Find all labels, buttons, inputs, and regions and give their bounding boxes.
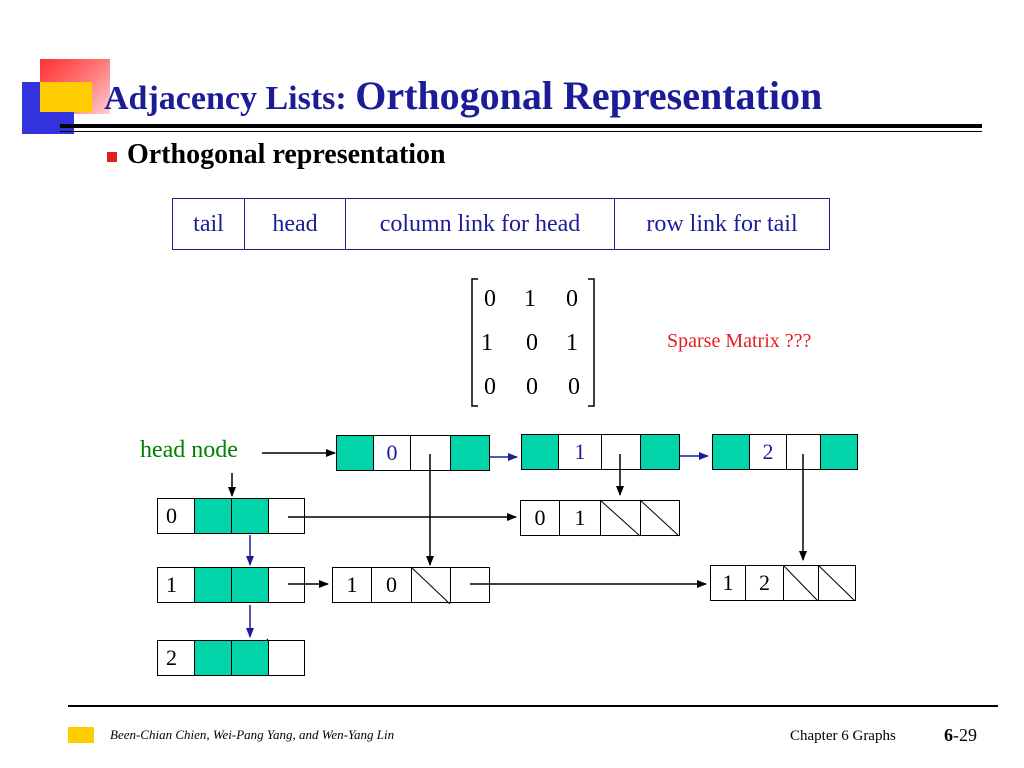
null-link-mark [639,499,680,537]
column-head-index: 2 [749,434,787,470]
title-underline-thick [60,124,982,128]
head-node-label: head node [140,437,238,463]
bullet-marker [107,152,117,162]
matrix-cell: 0 [568,374,580,400]
node-field-legend: tail head column link for head row link … [172,198,830,250]
matrix-cell: 0 [526,374,538,400]
legend-field-column-link: column link for head [346,199,615,249]
null-link-mark [410,566,451,605]
decorative-yellow-block [40,82,92,112]
slide-title-prefix: Adjacency Lists: [104,80,356,117]
matrix-cell: 0 [484,286,496,312]
row-head-index: 0 [157,498,195,534]
edge-head: 1 [559,500,601,536]
column-head-index: 1 [558,434,602,470]
footer-chapter: Chapter 6 Graphs [790,728,896,744]
sparse-matrix-note: Sparse Matrix ??? [667,330,812,352]
page-major: 6 [944,725,953,745]
slide-title: Adjacency Lists: Orthogonal Representati… [104,72,822,119]
null-link-mark [599,499,641,537]
title-underline-thin [60,131,982,132]
matrix-cell: 1 [524,286,536,312]
matrix-cell: 1 [481,330,493,356]
matrix-cell: 1 [566,330,578,356]
null-link-mark [817,564,856,602]
column-head-index: 0 [373,435,411,471]
edge-tail: 1 [710,565,746,601]
bullet-text: Orthogonal representation [127,139,446,170]
legend-field-tail: tail [173,199,245,249]
matrix-left-bracket [471,278,478,407]
slide-title-main: Orthogonal Representation [355,73,823,118]
legend-field-head: head [245,199,346,249]
null-link-mark [782,564,819,602]
page-minor: -29 [953,725,977,745]
footer-authors: Been-Chian Chien, Wei-Pang Yang, and Wen… [110,727,395,742]
footer-decorative-box [68,727,94,743]
row-head-index: 1 [157,567,195,603]
edge-tail: 1 [332,567,372,603]
edge-head: 2 [745,565,784,601]
footer-page-number: 6-29 [944,725,977,746]
legend-field-row-link: row link for tail [646,211,798,237]
row-head-index: 2 [157,640,195,676]
matrix-cell: 0 [526,330,538,356]
edge-tail: 0 [520,500,560,536]
matrix-cell: 0 [566,286,578,312]
matrix-right-bracket [588,278,595,407]
edge-head: 0 [371,567,412,603]
footer-divider [68,705,998,707]
matrix-cell: 0 [484,374,496,400]
